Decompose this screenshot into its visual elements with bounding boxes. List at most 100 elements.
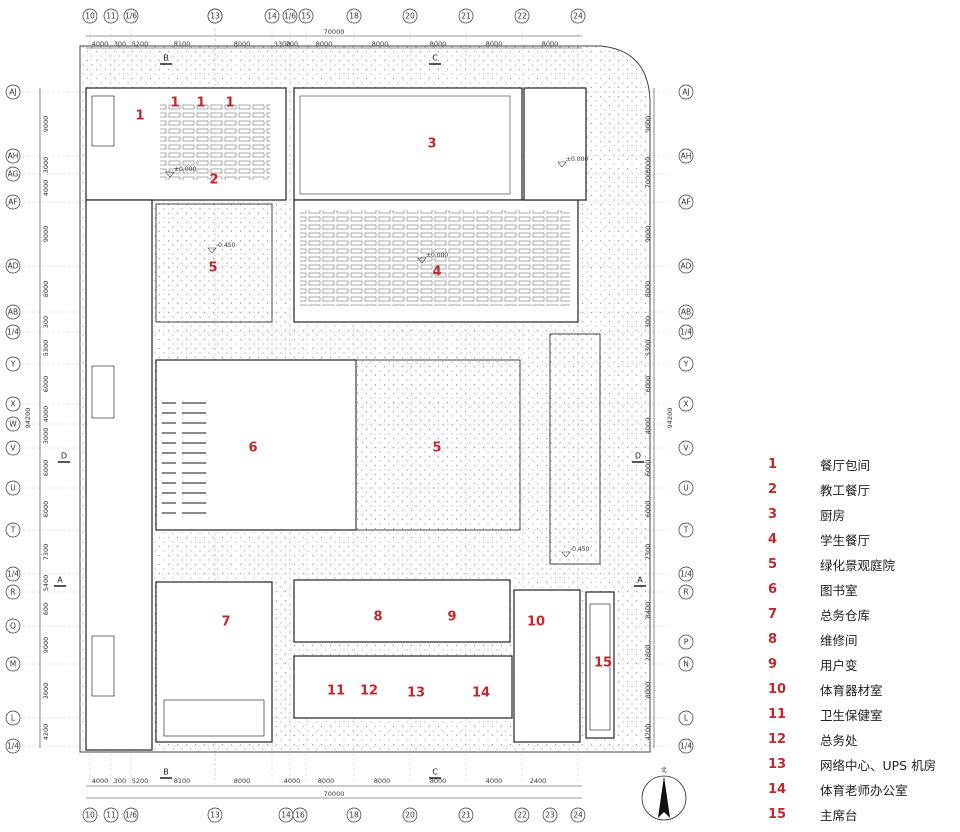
dimension-top: 8000 <box>234 40 251 48</box>
grid-bubble <box>678 566 694 582</box>
dimension-top: 700 <box>286 40 298 48</box>
room-number: 1 <box>170 96 179 111</box>
grid-marker-top: 22 <box>517 12 527 21</box>
dimension-right: 7300 <box>644 544 652 561</box>
grid-marker-right: U <box>683 484 689 493</box>
room-number: 2 <box>209 173 218 188</box>
elevation-label: -0.450 <box>216 242 236 249</box>
dimensions-right: 9420090003000700090008000300530060004000… <box>644 88 674 748</box>
grid-marker-left: Y <box>10 360 16 369</box>
north-arrow-icon: 北 <box>641 766 687 821</box>
dimension-right: 5300 <box>644 340 652 357</box>
dimension-right: 9000 <box>644 116 652 133</box>
legend-number: 5 <box>768 557 778 572</box>
grid-bubble <box>678 634 694 650</box>
grid-bubble <box>5 84 21 100</box>
grid-marker-bottom: 20 <box>405 811 415 820</box>
legend-number: 7 <box>768 607 778 622</box>
grid-bubble <box>82 807 98 823</box>
grid-marker-left: U <box>10 484 16 493</box>
grid-bubble <box>678 522 694 538</box>
dimension-left: 6000 <box>42 376 50 393</box>
grid-bubble <box>5 166 21 182</box>
dimension-right: 8000 <box>644 682 652 699</box>
grid-bubble <box>5 416 21 432</box>
grid-bubble <box>264 8 280 24</box>
legend-number: 10 <box>768 682 787 697</box>
grid-bubble <box>5 566 21 582</box>
grid-marker-left: T <box>10 526 16 535</box>
dimension-right: 9000 <box>644 226 652 243</box>
grid-bubble <box>5 148 21 164</box>
elevation-marker-icon <box>557 161 567 168</box>
grid-bubble <box>5 258 21 274</box>
grid-bubble <box>570 8 586 24</box>
room-number: 1 <box>225 96 234 111</box>
legend-label: 餐厅包间 <box>820 458 871 473</box>
dimension-total-bottom: 70000 <box>324 790 345 798</box>
grid-bubble <box>103 807 119 823</box>
grid-bubble <box>678 396 694 412</box>
dimension-bottom: 4000 <box>284 777 301 785</box>
legend-item: 5 绿化景观庭院 <box>768 552 958 577</box>
grid-bubble <box>5 656 21 672</box>
section-mark: D <box>61 452 67 461</box>
grid-bubble <box>678 194 694 210</box>
dimension-left: 4200 <box>42 724 50 741</box>
grid-bubble <box>678 148 694 164</box>
grid-marker-top: 11 <box>106 12 116 21</box>
grid-bubble <box>346 8 362 24</box>
dimension-right: 4000 <box>644 418 652 435</box>
grid-bubble <box>678 84 694 100</box>
grid-marker-left: Q <box>10 622 16 631</box>
room-number: 12 <box>360 684 378 699</box>
section-mark: C <box>432 768 438 777</box>
legend-label: 绿化景观庭院 <box>820 558 896 573</box>
section-mark: A <box>637 576 643 585</box>
legend-number: 2 <box>768 482 778 497</box>
courtyards <box>155 203 601 565</box>
legend-label: 教工餐厅 <box>820 483 871 498</box>
legend-label: 总务处 <box>820 733 858 748</box>
elevation-marker-icon <box>417 257 427 264</box>
grid-bubble <box>402 807 418 823</box>
grid-marker-right: AJ <box>682 88 689 97</box>
dimension-bottom: 8000 <box>318 777 335 785</box>
legend-label: 主席台 <box>820 808 858 823</box>
grid-bubble <box>5 480 21 496</box>
grid-marker-left: X <box>10 400 15 409</box>
grid-bubble <box>5 324 21 340</box>
room-number: 6 <box>248 441 257 456</box>
elevation-marks: ±0.000-0.450±0.000±0.000-0.450 <box>165 156 590 558</box>
section-mark: D <box>635 452 641 461</box>
stairs <box>91 95 611 737</box>
room-number: 9 <box>447 610 456 625</box>
grid-marker-bottom: 22 <box>517 811 527 820</box>
room-number: 10 <box>527 615 545 630</box>
grid-marker-bottom: 16 <box>295 811 305 820</box>
dimension-right: 8000 <box>644 281 652 298</box>
grid-marker-right: X <box>683 400 688 409</box>
grid-marker-bottom: 13 <box>210 811 220 820</box>
grid-marker-right: N <box>683 660 689 669</box>
grid-marker-top: 20 <box>405 12 415 21</box>
dimension-left: 6000 <box>42 460 50 477</box>
grid-marker-left: 1/4 <box>7 742 19 751</box>
grid-bubble <box>678 258 694 274</box>
legend-number: 11 <box>768 707 787 722</box>
legend-number: 6 <box>768 582 778 597</box>
legend-label: 网络中心、UPS 机房 <box>820 758 937 773</box>
legend-label: 维修间 <box>820 633 858 648</box>
room-number: 5 <box>208 261 217 276</box>
